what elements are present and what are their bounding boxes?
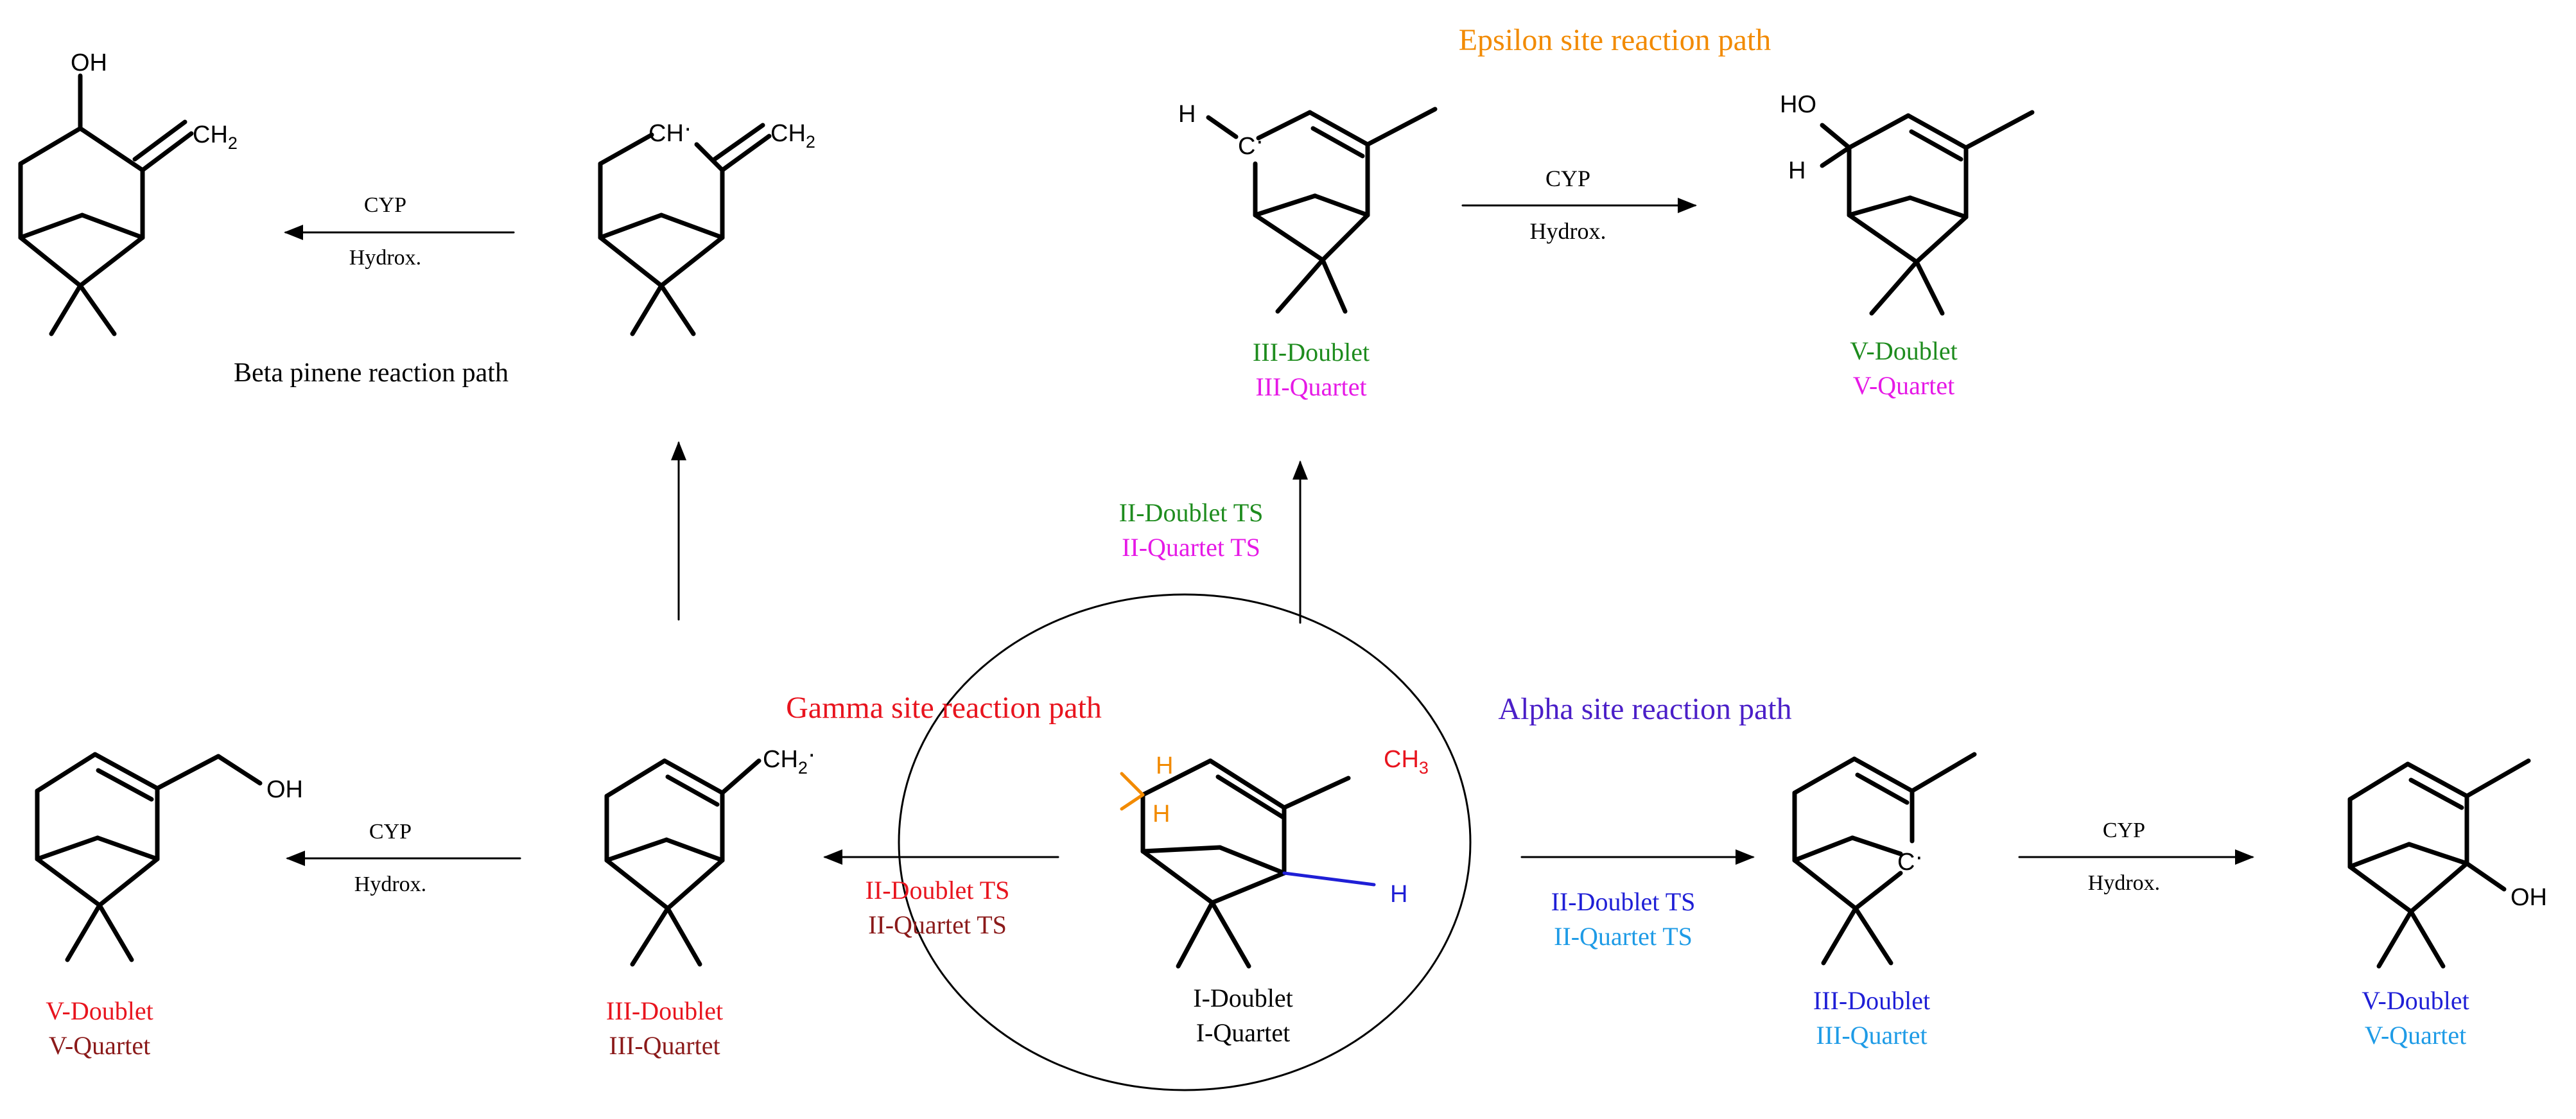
cyp-label-alpha: CYP [2103, 819, 2145, 842]
alpha-product: OH V-Doublet V-Quartet [2347, 758, 2547, 1050]
gamma-ts-quartet: II-Quartet TS [868, 910, 1007, 939]
gamma-int-quartet: III-Quartet [609, 1031, 720, 1060]
epsilon-prod-doublet: V-Doublet [1850, 336, 1957, 365]
epsilon-int-quartet: III-Quartet [1255, 372, 1366, 401]
beta-path-title: Beta pinene reaction path [234, 358, 509, 388]
alpha-ts-quartet: II-Quartet TS [1554, 922, 1693, 951]
center-ellipse [898, 593, 1472, 1091]
beta-intermediate: CH· CH2 [598, 115, 815, 336]
center-skeleton [1120, 758, 1376, 969]
gamma-int-ch2-radical: CH2· [763, 741, 816, 777]
epsilon-ts-doublet: II-Doublet TS [1119, 498, 1264, 527]
cyp-label-gamma: CYP [369, 820, 412, 844]
gamma-intermediate: CH2· III-Doublet III-Quartet [604, 741, 816, 1060]
epsilon-int-h: H [1178, 101, 1196, 128]
center-state-quartet: I-Quartet [1196, 1018, 1291, 1047]
gamma-product: OH V-Doublet V-Quartet [35, 752, 303, 1060]
alpha-prod-doublet: V-Doublet [2362, 986, 2469, 1015]
gamma-prod-doublet: V-Doublet [46, 996, 153, 1025]
gamma-int-doublet: III-Doublet [606, 996, 723, 1025]
alpha-int-quartet: III-Quartet [1816, 1021, 1927, 1050]
alpha-path-title: Alpha site reaction path [1498, 692, 1791, 726]
epsilon-int-doublet: III-Doublet [1253, 338, 1370, 367]
epsilon-prod-ho: HO [1780, 91, 1816, 118]
hydrox-label-epsilon: Hydrox. [1530, 218, 1606, 244]
hydrox-label-alpha: Hydrox. [2088, 871, 2160, 895]
alpha-prod-quartet: V-Quartet [2365, 1021, 2466, 1050]
center-h-orange-2: H [1153, 801, 1170, 828]
beta-prod-oh: OH [71, 49, 107, 76]
alpha-intermediate: C· III-Doublet III-Quartet [1792, 752, 1977, 1050]
gamma-prod-oh: OH [266, 776, 303, 803]
epsilon-path-title: Epsilon site reaction path [1459, 23, 1771, 57]
gamma-prod-quartet: V-Quartet [49, 1031, 150, 1060]
alpha-prod-oh: OH [2511, 884, 2547, 911]
epsilon-product: HO H V-Doublet V-Quartet [1780, 91, 2035, 400]
beta-prod-ch2: CH2 [193, 121, 238, 153]
epsilon-intermediate: H C· III-Doublet III-Quartet [1178, 101, 1438, 401]
alpha-int-c-radical: C· [1897, 844, 1923, 876]
center-h-blue: H [1390, 881, 1407, 908]
epsilon-ts-quartet: II-Quartet TS [1122, 533, 1260, 562]
arrows [284, 198, 2254, 866]
epsilon-int-c-radical: C· [1238, 128, 1264, 160]
cyp-label-beta: CYP [364, 193, 406, 217]
epsilon-prod-quartet: V-Quartet [1853, 371, 1954, 400]
gamma-ts-doublet: II-Doublet TS [866, 876, 1010, 905]
cyp-label-epsilon: CYP [1545, 166, 1590, 191]
hydrox-label-beta: Hydrox. [349, 246, 421, 270]
epsilon-prod-h: H [1788, 157, 1806, 184]
gamma-path-title: Gamma site reaction path [786, 691, 1102, 725]
beta-product: OH CH2 [18, 49, 238, 336]
center-molecule: H H CH3 H I-Doublet I-Quartet [898, 593, 1472, 1091]
alpha-int-doublet: III-Doublet [1813, 986, 1930, 1015]
center-state-doublet: I-Doublet [1193, 984, 1293, 1012]
beta-int-ch-radical: CH· [648, 115, 692, 147]
hydrox-label-gamma: Hydrox. [354, 872, 426, 896]
center-ch3: CH3 [1384, 746, 1429, 777]
center-h-orange-1: H [1156, 752, 1173, 779]
alpha-ts-doublet: II-Doublet TS [1551, 887, 1696, 916]
beta-int-ch2: CH2 [770, 120, 815, 152]
